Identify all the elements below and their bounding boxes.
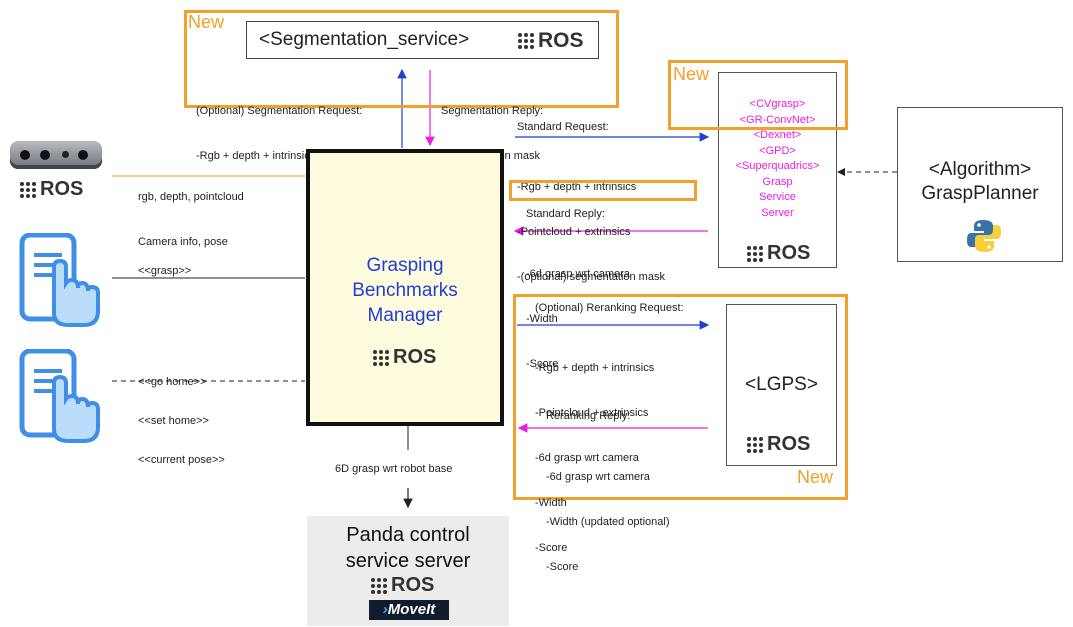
panda-control-box: Panda control service server ROS ›MoveIt — [307, 516, 509, 626]
ros-text: ROS — [391, 574, 435, 596]
segmentation-request-label: (Optional) Segmentation Request: -Rgb + … — [196, 74, 362, 179]
current-pose-cmd: <<current pose>> — [138, 454, 225, 466]
grasp-server-line-2: Service — [759, 191, 796, 203]
ros-text: ROS — [40, 178, 84, 200]
grasp-service-server-box: <CVgrasp> <GR-ConvNet> <Dexnet> <GPD> <S… — [718, 72, 837, 268]
algo-superquadrics: <Superquadrics> — [735, 160, 820, 172]
ros-dots-icon — [373, 349, 389, 366]
camera-line-2: Camera info, pose — [138, 236, 228, 248]
reranking-request-items: -Rgb + depth + intrinsics -Pointcloud + … — [535, 331, 654, 571]
ros-dots-icon — [747, 245, 763, 262]
lgps-ros-logo: ROS — [747, 433, 810, 456]
standard-reply-line-2: -Width — [526, 313, 558, 325]
go-home-cmd: <<go home>> — [138, 376, 207, 388]
panda-line-1: Panda control — [346, 524, 470, 546]
manager-line-2: Benchmarks — [352, 280, 458, 301]
tablet-touch-icon — [19, 233, 100, 327]
standard-request-line-3: -(optional) segmentation mask — [517, 271, 665, 283]
moveit-text: MoveIt — [387, 601, 436, 618]
algo-cvgrasp: <CVgrasp> — [749, 98, 806, 110]
home-commands-label: <<go home>> <<set home>> <<current pose>… — [138, 350, 225, 480]
ros-dots-icon — [371, 577, 387, 594]
algo-dexnet: <Dexnet> — [753, 129, 802, 141]
reranking-request-line-2: -Pointcloud + extrinsics — [535, 407, 649, 419]
new-label-segmentation: New — [188, 12, 225, 32]
panda-ros-logo: ROS — [371, 574, 434, 597]
panda-title: Panda control service server — [307, 522, 509, 574]
grasp-planner-title: <Algorithm> GraspPlanner — [898, 158, 1062, 206]
reranking-reply-title: Reranking Reply: — [546, 410, 631, 422]
grasp-command-label: <<grasp>> — [138, 265, 192, 277]
segmentation-service-box: <Segmentation_service> ROS — [246, 21, 599, 59]
reranking-request-line-4: -Width — [535, 497, 567, 509]
grasp-planner-box: <Algorithm> GraspPlanner — [897, 107, 1063, 262]
segmentation-new-frame — [184, 10, 619, 108]
moveit-chevron-icon: › — [382, 601, 388, 618]
camera-ros-logo: ROS — [20, 178, 83, 201]
grasp-server-ros-logo: ROS — [747, 242, 810, 265]
segmentation-request-items: -Rgb + depth + intrinsics — [196, 150, 316, 162]
new-label-grasp-server: New — [673, 64, 710, 84]
set-home-cmd: <<set home>> — [138, 415, 209, 427]
ros-text: ROS — [767, 242, 811, 264]
reranking-request-line-1: -Rgb + depth + intrinsics — [535, 362, 655, 374]
segmentation-reply-title: Segmentation Reply: — [441, 105, 544, 117]
standard-reply-line-3: -Score — [526, 358, 559, 370]
grasp-planner-line-1: <Algorithm> — [928, 159, 1032, 180]
algo-gpd: <GPD> — [759, 144, 796, 157]
moveit-logo: ›MoveIt — [369, 600, 449, 620]
segmentation-request-title: (Optional) Segmentation Request: — [196, 105, 363, 117]
reranking-reply-line-2: -Width (updated optional) — [546, 516, 670, 528]
python-logo-icon — [967, 220, 1001, 252]
ros-text: ROS — [538, 29, 584, 52]
ros-dots-icon — [518, 33, 534, 49]
manager-line-1: Grasping — [366, 255, 444, 276]
standard-request-title: Standard Request: — [517, 121, 609, 133]
robot-base-label: 6D grasp wrt robot base — [335, 463, 453, 475]
reranking-reply-line-3: -Score — [546, 561, 579, 573]
reranking-request-line-5: -Score — [535, 542, 568, 554]
reranking-reply-items: -6d grasp wrt camera -Width (updated opt… — [546, 440, 670, 590]
manager-line-3: Manager — [367, 305, 443, 326]
standard-reply-items: -6d grasp wrt camera -Width -Score — [526, 237, 630, 387]
reranking-reply-line-1: -6d grasp wrt camera — [546, 471, 650, 483]
camera-icon — [10, 141, 102, 169]
segmentation-mask-highlight — [509, 180, 697, 201]
panda-line-2: service server — [345, 550, 471, 572]
standard-reply-title: Standard Reply: — [526, 208, 605, 220]
ros-text: ROS — [393, 346, 437, 368]
grasp-algorithms-list: <CVgrasp> <GR-ConvNet> <Dexnet> <GPD> <S… — [719, 97, 836, 221]
grasp-planner-line-2: GraspPlanner — [921, 183, 1039, 204]
ros-dots-icon — [20, 181, 36, 198]
lgps-new-frame — [513, 294, 848, 500]
algo-grconvnet: <GR-ConvNet> — [739, 113, 816, 126]
standard-request-line-2: -Pointcloud + extrinsics — [517, 226, 631, 238]
standard-request-items: -Rgb + depth + intrinsics -Pointcloud + … — [517, 150, 665, 300]
grasping-benchmarks-manager-box: Grasping Benchmarks Manager ROS — [306, 149, 504, 426]
new-label-lgps: New — [797, 467, 834, 487]
lgps-box: <LGPS> ROS — [726, 304, 837, 466]
standard-reply-line-1: -6d grasp wrt camera — [526, 268, 630, 280]
ros-dots-icon — [747, 436, 763, 453]
camera-data-label: rgb, depth, pointcloud Camera info, pose — [138, 160, 244, 265]
grasp-server-line-1: Grasp — [762, 175, 793, 188]
manager-ros-logo: ROS — [373, 346, 436, 369]
manager-title: Grasping Benchmarks Manager — [310, 253, 500, 328]
tablet-touch-icon — [19, 349, 100, 443]
ros-logo: ROS — [518, 29, 584, 53]
camera-line-1: rgb, depth, pointcloud — [138, 191, 244, 203]
grasp-server-line-3: Server — [761, 206, 794, 219]
grasp-algos-new-frame — [668, 60, 848, 130]
reranking-request-title: (Optional) Reranking Request: — [535, 302, 684, 314]
standard-request-line-1: -Rgb + depth + intrinsics — [517, 181, 637, 193]
lgps-title: <LGPS> — [745, 374, 818, 395]
ros-text: ROS — [767, 433, 811, 455]
segmentation-service-title: <Segmentation_service> — [259, 29, 470, 50]
reranking-request-line-3: -6d grasp wrt camera — [535, 452, 639, 464]
